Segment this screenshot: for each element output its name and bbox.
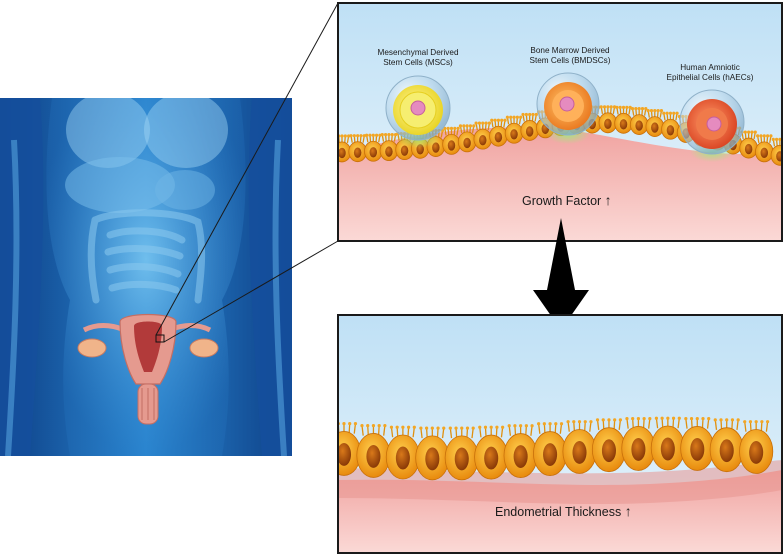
epithelial-cell (444, 426, 479, 481)
bottom-epithelium (338, 416, 774, 481)
bmdsc-label-line-1: Bone Marrow Derived (530, 46, 610, 55)
epithelial-cell (680, 417, 715, 471)
epithelial-cell (442, 126, 461, 155)
epithelial-cell (503, 424, 538, 478)
epithelial-cell (614, 105, 633, 134)
body-illustration (0, 98, 292, 456)
epithelial-cell (755, 134, 774, 163)
msc-label-line-2: Stem Cells (MSCs) (383, 58, 453, 67)
epithelial-cell (504, 115, 524, 144)
bottom-panel-border (337, 314, 783, 554)
haec-cell (679, 89, 745, 155)
epithelial-cell (457, 124, 477, 153)
growth-factor-label: Growth Factor ↑ (522, 192, 612, 208)
epithelial-cell (645, 108, 665, 137)
epithelial-cell (385, 425, 420, 480)
growth-factor-up-arrow: ↑ (604, 192, 612, 208)
growth-factor-text: Growth Factor (522, 194, 602, 208)
transition-arrow (533, 218, 589, 330)
epithelial-cell (473, 121, 493, 150)
zoom-marker (155, 334, 165, 343)
bmdsc-label-line-2: Stem Cells (BMDSCs) (529, 56, 611, 65)
epithelial-cell (739, 420, 774, 474)
epithelial-cell (356, 424, 391, 478)
epithelial-cell (364, 133, 383, 162)
epithelial-cell (770, 137, 782, 166)
endometrial-thickness-up-arrow: ↑ (624, 503, 632, 519)
endometrial-thickness-text: Endometrial Thickness (495, 505, 622, 519)
epithelial-cell (474, 425, 509, 480)
epithelial-cell (520, 112, 539, 141)
epithelial-cell (379, 133, 399, 162)
msc-label-line-1: Mesenchymal Derived (377, 48, 459, 57)
epithelial-cell (598, 105, 618, 134)
haec-label-line-1: Human Amniotic (680, 63, 740, 72)
epithelial-cell (348, 134, 367, 163)
zoom-lines (155, 2, 339, 343)
epithelial-cell (489, 118, 508, 147)
bmdsc-label: Bone Marrow Derived Stem Cells (BMDSCs) (508, 46, 632, 66)
endometrial-thickness-label: Endometrial Thickness ↑ (495, 503, 632, 519)
bmdsc-cell (536, 72, 600, 136)
epithelial-cell (709, 418, 744, 473)
top-panel (338, 3, 782, 241)
epithelial-cell (650, 416, 685, 471)
haec-label: Human Amniotic Epithelial Cells (hAECs) (646, 63, 774, 83)
epithelial-cell (338, 134, 352, 163)
epithelial-cell (533, 422, 568, 476)
haec-label-line-2: Epithelial Cells (hAECs) (666, 73, 754, 82)
epithelial-cell (562, 420, 597, 474)
msc-label: Mesenchymal Derived Stem Cells (MSCs) (356, 48, 480, 68)
epithelial-cell (739, 130, 758, 159)
epithelial-cell (415, 426, 450, 481)
msc-cell (385, 75, 451, 141)
epithelial-cell (629, 106, 649, 135)
epithelial-cell (621, 417, 656, 471)
epithelial-cell (591, 418, 627, 473)
uterus-illustration (77, 313, 219, 425)
epithelial-cell (661, 111, 680, 140)
bottom-panel (338, 315, 782, 553)
